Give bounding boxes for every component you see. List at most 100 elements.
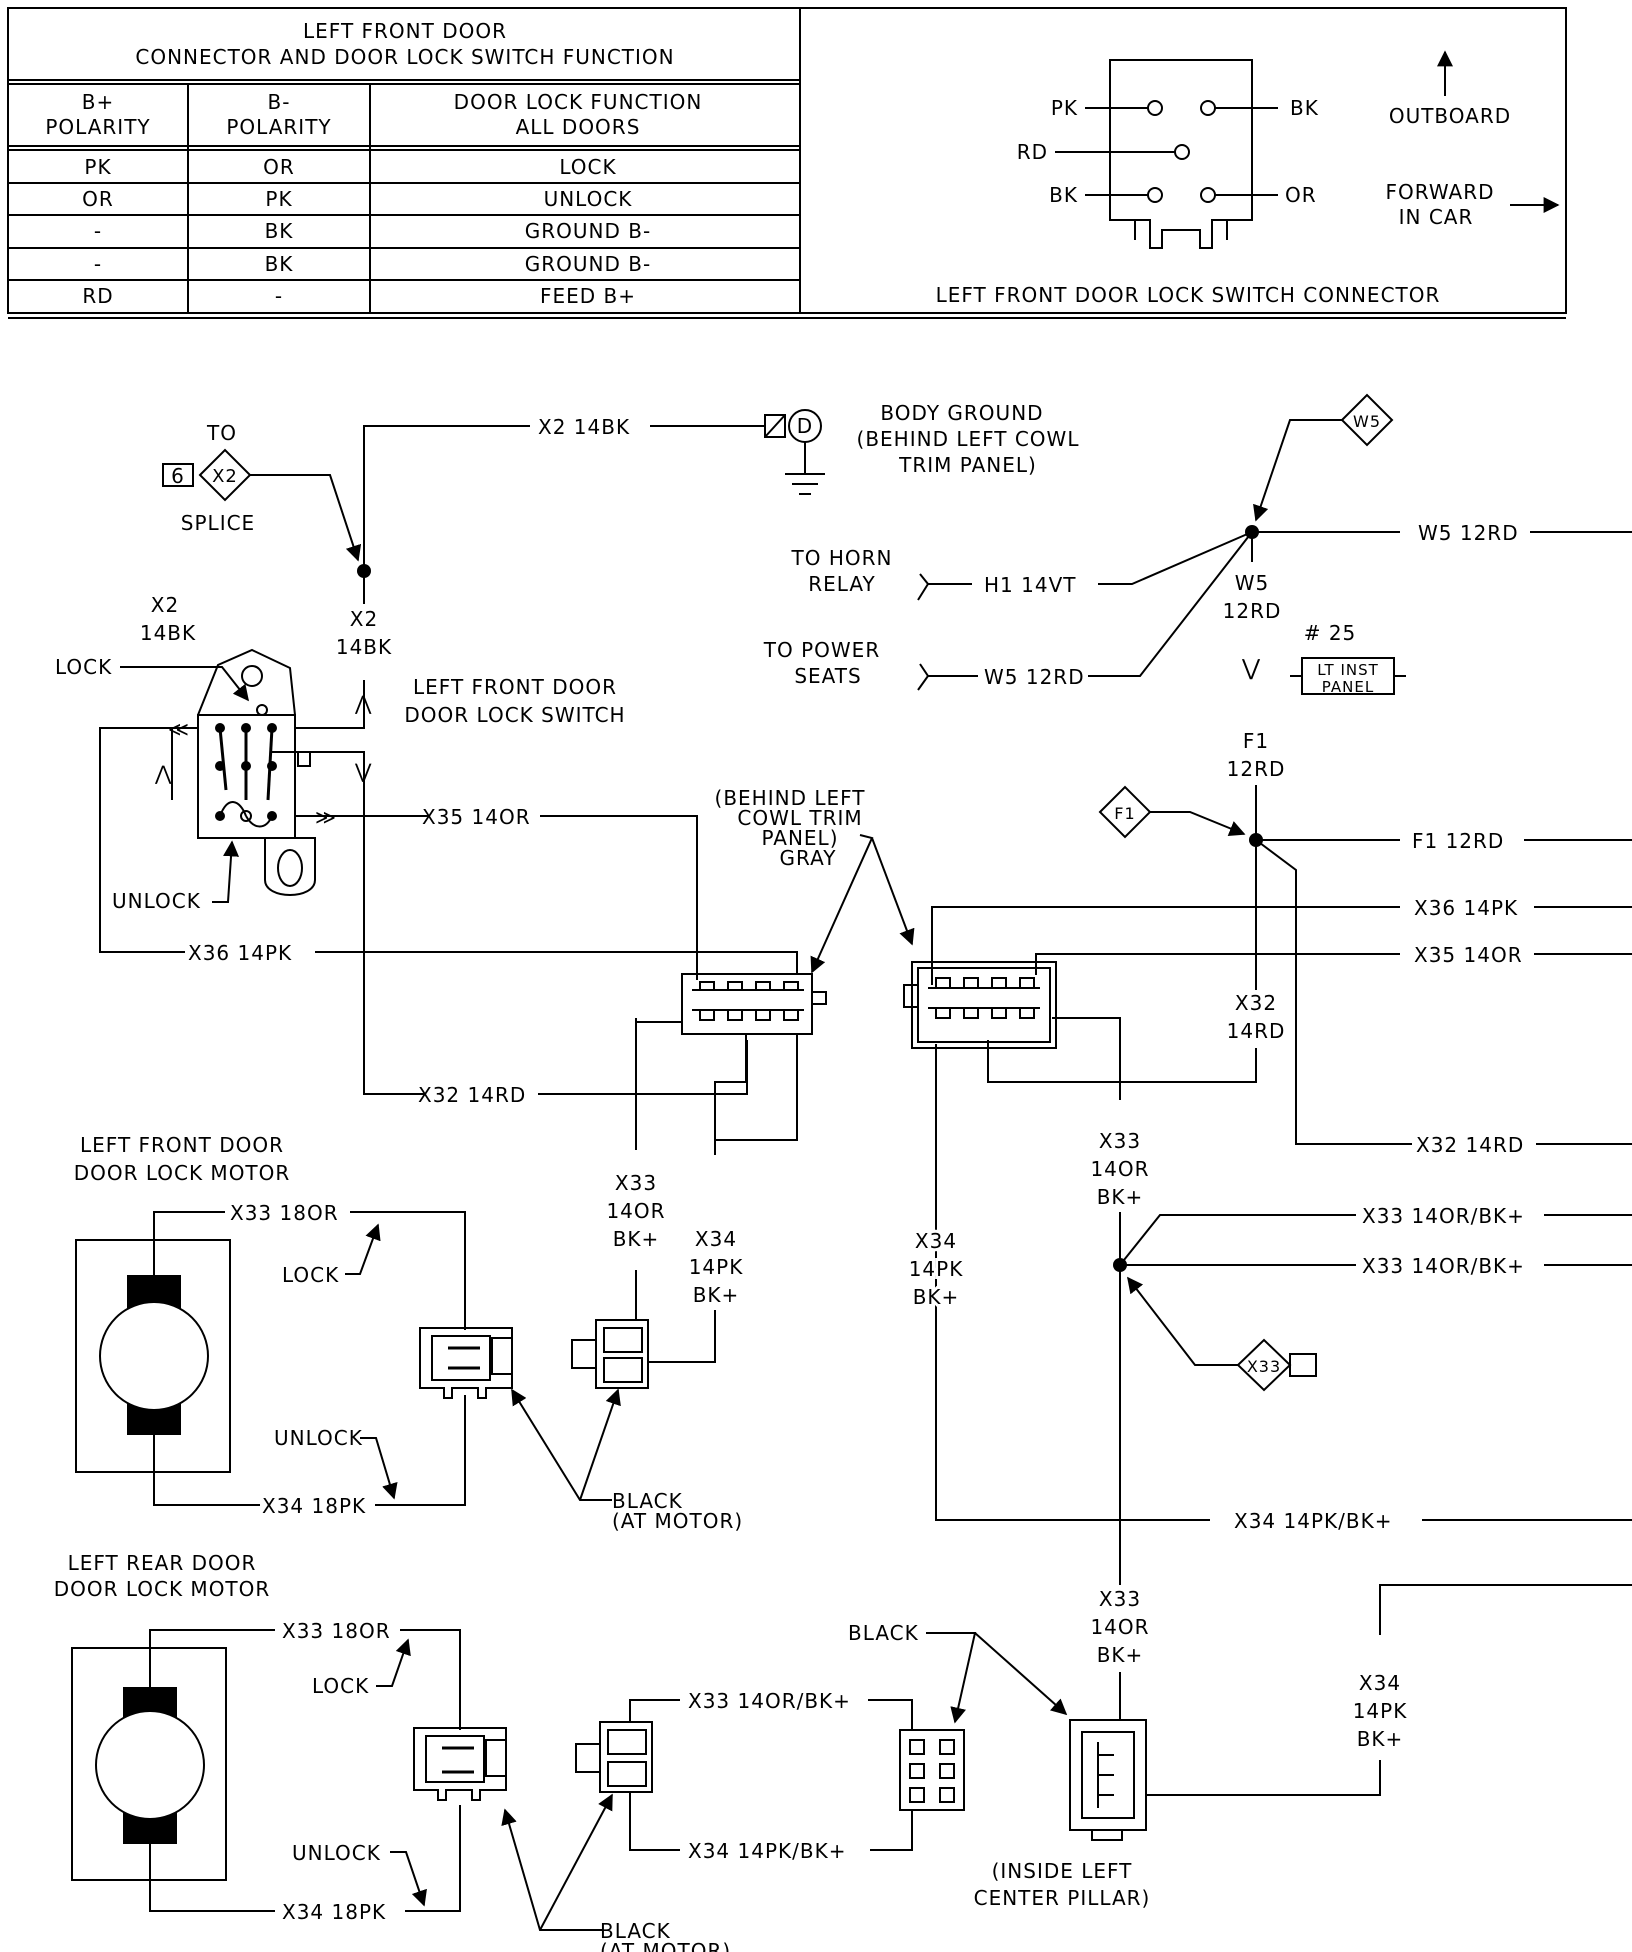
rear-motor-section: LEFT REAR DOOR DOOR LOCK MOTOR X33 18OR …: [54, 1551, 1632, 1952]
wire-label-x34-18pk: X34 18PK: [282, 1900, 386, 1924]
wire-label: X34: [915, 1229, 957, 1253]
feed-circuits: W5 W5 12RD TO HORN RELAY H1 14VT TO POWE…: [763, 393, 1632, 1157]
header-b-minus-sub: POLARITY: [226, 115, 331, 139]
f1-diamond-label: F1: [1114, 804, 1135, 823]
wire-label: W5: [1235, 571, 1270, 595]
black-label-rear: BLACK: [848, 1621, 919, 1645]
pin-label-or: OR: [1285, 183, 1317, 207]
to-horn-label-2: RELAY: [808, 572, 875, 596]
header-b-minus: B-: [268, 90, 291, 114]
cowl-label-3: PANEL): [761, 826, 838, 850]
black-label-front-2: (AT MOTOR): [612, 1509, 743, 1533]
wire-label-x36-14pk-right: X36 14PK: [1414, 896, 1518, 920]
cowl-connector-right: [911, 961, 1057, 1049]
splice-to-label: TO: [206, 421, 237, 445]
connector-view: PK BK RD BK OR OUTBOARD FORWARD IN CAR L…: [8, 7, 1567, 319]
wire-label-x33-14or-bk: X33 14OR/BK+: [1362, 1254, 1525, 1278]
switch-label-1: LEFT FRONT DOOR: [413, 675, 617, 699]
wire-label-w5-12rd-seats: W5 12RD: [984, 665, 1085, 689]
table-cell: -: [94, 252, 102, 276]
wire-label: 12RD: [1223, 599, 1282, 623]
wire-label: F1: [1243, 729, 1269, 753]
wire-label: BK+: [693, 1283, 740, 1307]
unlock-label: UNLOCK: [112, 889, 201, 913]
table-cell: GROUND B-: [525, 252, 651, 276]
table-cell: LOCK: [559, 155, 616, 179]
wire-label: 14RD: [1227, 1019, 1286, 1043]
table-title-2: CONNECTOR AND DOOR LOCK SWITCH FUNCTION: [135, 45, 674, 69]
body-ground-label-2: (BEHIND LEFT COWL: [857, 427, 1080, 451]
black-label-front: BLACK: [612, 1489, 683, 1513]
wire-label: BK+: [1097, 1185, 1144, 1209]
lf-motor-icon: [99, 1301, 209, 1411]
table-cell: -: [94, 219, 102, 243]
pin-label-bk-bottom: BK: [1049, 183, 1078, 207]
body-ground-label: BODY GROUND: [880, 401, 1043, 425]
lf-motor-connector: [419, 1327, 513, 1399]
splice-number: 6: [171, 464, 185, 488]
body-ground-label-3: TRIM PANEL): [898, 453, 1037, 477]
header-function: DOOR LOCK FUNCTION: [454, 90, 703, 114]
lr-motor-label-2: DOOR LOCK MOTOR: [54, 1577, 271, 1601]
table-cell: PK: [265, 187, 292, 211]
to-power-label-1: TO POWER: [763, 638, 880, 662]
lt-inst-label-2: PANEL: [1322, 678, 1374, 696]
wire-label-x32-14rd-right: X32 14RD: [1416, 1133, 1524, 1157]
wire-label: 14OR: [606, 1199, 665, 1223]
wire-label: X34: [1359, 1671, 1401, 1695]
header-b-plus-sub: POLARITY: [45, 115, 150, 139]
pin-label-pk: PK: [1051, 96, 1078, 120]
wire-label-x34-14pk-bk-rear: X34 14PK/BK+: [688, 1839, 846, 1863]
wire-label-x33-18or: X33 18OR: [230, 1201, 339, 1225]
lf-motor-label-2: DOOR LOCK MOTOR: [74, 1161, 291, 1185]
wire-label-x33-14or-bk-rear: X33 14OR/BK+: [688, 1689, 851, 1713]
wire-label-x35-14or: X35 14OR: [422, 805, 531, 829]
cowl-label-1: (BEHIND LEFT: [715, 786, 866, 810]
pin-label-rd: RD: [1017, 140, 1048, 164]
to-horn-label-1: TO HORN: [791, 546, 893, 570]
pillar-connector-black: [899, 1729, 965, 1811]
outboard-label: OUTBOARD: [1389, 104, 1511, 128]
wire-label-h1-14vt: H1 14VT: [984, 573, 1076, 597]
splice-label: SPLICE: [181, 511, 255, 535]
lr-motor-icon: [95, 1710, 205, 1820]
pillar-label-1: (INSIDE LEFT: [992, 1859, 1133, 1883]
fuse-number: # 25: [1304, 621, 1357, 645]
table-title-1: LEFT FRONT DOOR: [303, 19, 507, 43]
wire-label-x36-14pk: X36 14PK: [188, 941, 292, 965]
forward-label-1: FORWARD: [1386, 180, 1495, 204]
unlock-label-front: UNLOCK: [274, 1426, 363, 1450]
terminal-chevron: ≫: [315, 805, 337, 829]
lr-motor-label-1: LEFT REAR DOOR: [68, 1551, 257, 1575]
wire-label: 14PK: [689, 1255, 744, 1279]
wire-label: BK+: [913, 1285, 960, 1309]
wire-label: 14BK: [336, 635, 392, 659]
wire-label: 14OR: [1090, 1157, 1149, 1181]
lock-label-rear: LOCK: [312, 1674, 369, 1698]
wire-label: BK+: [1357, 1727, 1404, 1751]
wire-label-x32-14rd: X32 14RD: [418, 1083, 526, 1107]
wire-label: X33: [615, 1171, 657, 1195]
connector-body: [1109, 59, 1253, 249]
to-power-label-2: SEATS: [794, 664, 861, 688]
table-cell: OR: [263, 155, 295, 179]
table-cell: GROUND B-: [525, 219, 651, 243]
header-function-sub: ALL DOORS: [516, 115, 641, 139]
ground-eyelet-mark: D: [797, 414, 813, 438]
splice-group: TO 6 X2 SPLICE X2 14BK D BODY GROUND (BE…: [162, 401, 1080, 578]
splice-id: X2: [212, 466, 238, 487]
function-table: LEFT FRONT DOOR CONNECTOR AND DOOR LOCK …: [7, 7, 801, 314]
black-label-rear-motor-2: (AT MOTOR): [600, 1939, 731, 1952]
black-label-rear-motor: BLACK: [600, 1919, 671, 1943]
forward-label-2: IN CAR: [1399, 205, 1474, 229]
wire-label-x33-18or: X33 18OR: [282, 1619, 391, 1643]
wire-label: 14PK: [1353, 1699, 1408, 1723]
wire-label: X34: [695, 1227, 737, 1251]
lr-motor-connector: [413, 1727, 507, 1801]
front-motor-section: LEFT FRONT DOOR DOOR LOCK MOTOR X33 18OR…: [74, 1133, 744, 1533]
connector-caption: LEFT FRONT DOOR LOCK SWITCH CONNECTOR: [936, 283, 1441, 307]
table-cell: FEED B+: [540, 284, 636, 308]
wire-label-f1-12rd: F1 12RD: [1412, 829, 1504, 853]
lock-label: LOCK: [55, 655, 112, 679]
